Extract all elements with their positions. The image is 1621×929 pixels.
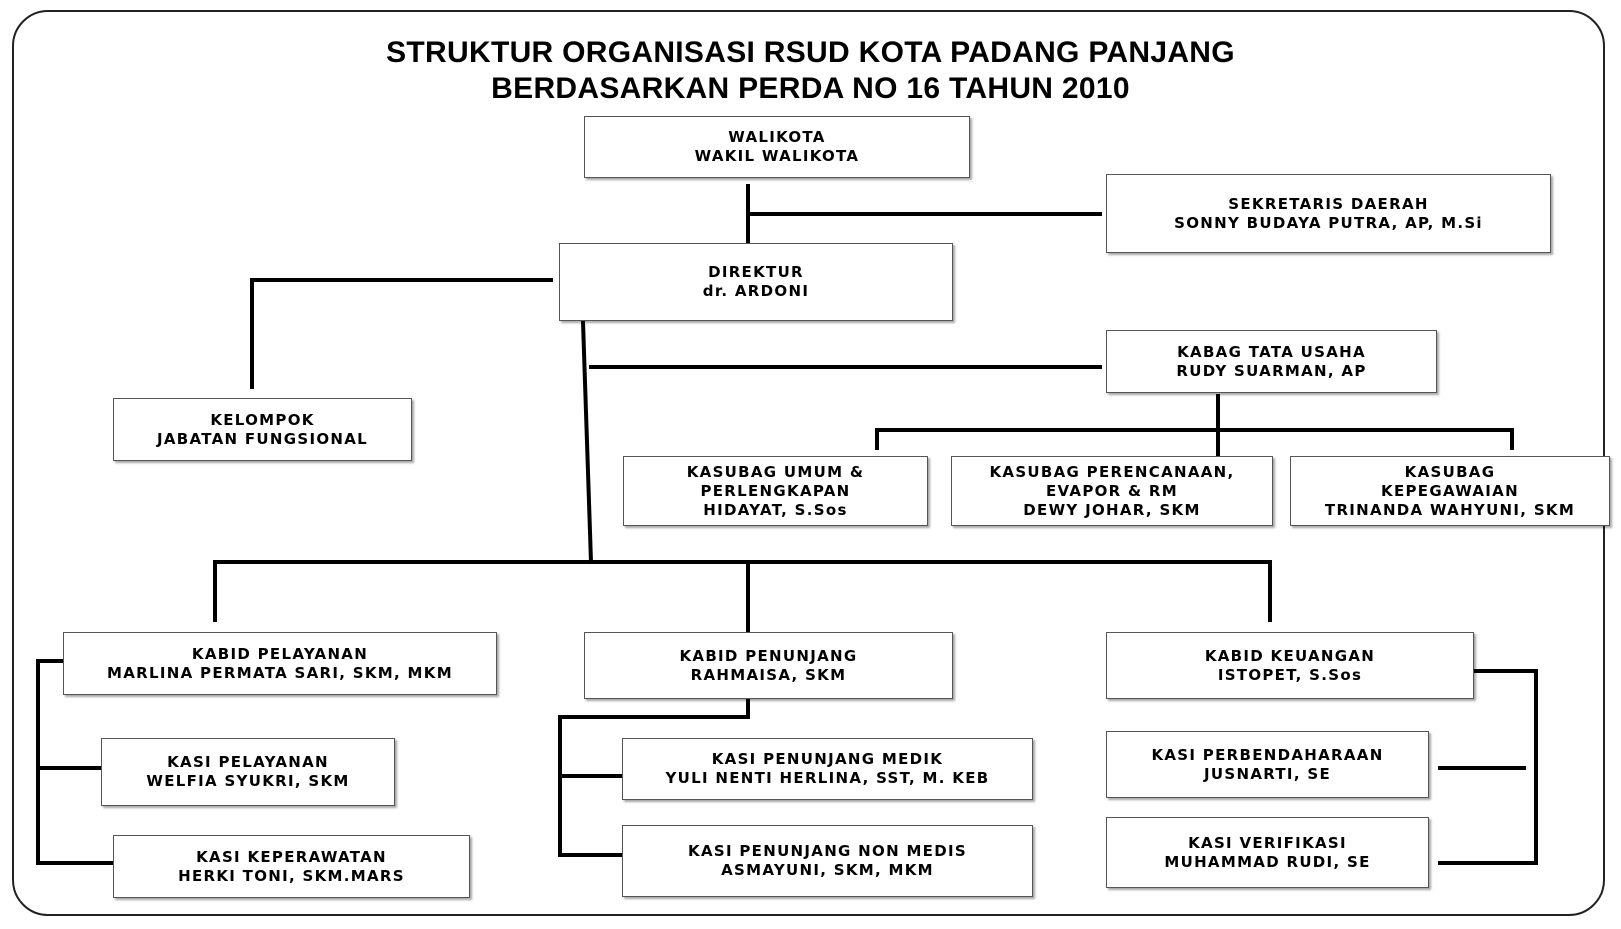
pelayanan-title: KABID PELAYANAN: [191, 644, 369, 663]
perencanaan-line-2: EVAPOR & RM: [1045, 481, 1179, 500]
kasi-verifikasi-name: MUHAMMAD RUDI, SE: [1164, 852, 1371, 871]
kasi-perbendaharaan-name: JUSNARTI, SE: [1204, 764, 1331, 783]
box-kasi-penunjang-non-medis: KASI PENUNJANG NON MEDIS ASMAYUNI, SKM, …: [622, 825, 1033, 897]
kepegawaian-line-1: KASUBAG: [1404, 462, 1496, 481]
kasi-verifikasi-title: KASI VERIFIKASI: [1188, 833, 1347, 852]
umum-line-1: KASUBAG UMUM &: [686, 462, 865, 481]
perencanaan-name: DEWY JOHAR, SKM: [1023, 500, 1201, 519]
direktur-name: dr. ARDONI: [702, 282, 810, 300]
box-sekretaris-daerah: SEKRETARIS DAERAH SONNY BUDAYA PUTRA, AP…: [1106, 174, 1551, 253]
perencanaan-line-1: KASUBAG PERENCANAAN,: [989, 462, 1235, 481]
tata-usaha-name: RUDY SUARMAN, AP: [1176, 361, 1367, 380]
keuangan-name: ISTOPET, S.Sos: [1217, 665, 1363, 684]
kepegawaian-line-2: KEPEGAWAIAN: [1381, 481, 1519, 500]
pelayanan-name: MARLINA PERMATA SARI, SKM, MKM: [107, 663, 453, 682]
penunjang-name: RAHMAISA, SKM: [690, 665, 847, 684]
kepegawaian-name: TRINANDA WAHYUNI, SKM: [1324, 500, 1576, 519]
kasi-nonmedis-name: ASMAYUNI, SKM, MKM: [721, 861, 934, 879]
box-kasubag-umum: KASUBAG UMUM & PERLENGKAPAN HIDAYAT, S.S…: [623, 456, 928, 526]
kasi-pelayanan-name: WELFIA SYUKRI, SKM: [146, 772, 350, 790]
tata-usaha-title: KABAG TATA USAHA: [1177, 342, 1366, 361]
box-walikota: WALIKOTA WAKIL WALIKOTA: [584, 116, 970, 178]
box-kasi-pelayanan: KASI PELAYANAN WELFIA SYUKRI, SKM: [101, 738, 395, 806]
sekda-title: SEKRETARIS DAERAH: [1228, 194, 1429, 213]
box-kasubag-kepegawaian: KASUBAG KEPEGAWAIAN TRINANDA WAHYUNI, SK…: [1290, 456, 1610, 526]
fungsional-line-2: JABATAN FUNGSIONAL: [156, 429, 369, 448]
box-jabatan-fungsional: KELOMPOK JABATAN FUNGSIONAL: [113, 398, 412, 461]
box-kabid-pelayanan: KABID PELAYANAN MARLINA PERMATA SARI, SK…: [63, 632, 497, 695]
direktur-title: DIREKTUR: [708, 263, 804, 281]
box-kabag-tata-usaha: KABAG TATA USAHA RUDY SUARMAN, AP: [1106, 330, 1437, 393]
umum-name: HIDAYAT, S.Sos: [703, 500, 848, 519]
box-kasi-penunjang-medik: KASI PENUNJANG MEDIK YULI NENTI HERLINA,…: [622, 738, 1033, 800]
box-kasi-verifikasi: KASI VERIFIKASI MUHAMMAD RUDI, SE: [1106, 817, 1429, 888]
kasi-keperawatan-title: KASI KEPERAWATAN: [196, 847, 387, 866]
box-direktur: DIREKTUR dr. ARDONI: [559, 243, 953, 321]
keuangan-title: KABID KEUANGAN: [1204, 646, 1376, 665]
kasi-medik-name: YULI NENTI HERLINA, SST, M. KEB: [665, 769, 990, 787]
walikota-title: WALIKOTA: [728, 128, 826, 146]
wakil-walikota-title: WAKIL WALIKOTA: [694, 147, 860, 165]
box-kasi-keperawatan: KASI KEPERAWATAN HERKI TONI, SKM.MARS: [113, 835, 470, 898]
box-kasi-perbendaharaan: KASI PERBENDAHARAAN JUSNARTI, SE: [1106, 731, 1429, 798]
chart-title-line-1: STRUKTUR ORGANISASI RSUD KOTA PADANG PAN…: [386, 36, 1235, 69]
kasi-pelayanan-title: KASI PELAYANAN: [167, 753, 329, 771]
box-kabid-keuangan: KABID KEUANGAN ISTOPET, S.Sos: [1106, 632, 1474, 699]
sekda-name: SONNY BUDAYA PUTRA, AP, M.Si: [1174, 213, 1483, 232]
kasi-keperawatan-name: HERKI TONI, SKM.MARS: [178, 866, 405, 885]
box-kabid-penunjang: KABID PENUNJANG RAHMAISA, SKM: [584, 632, 953, 699]
kasi-medik-title: KASI PENUNJANG MEDIK: [711, 750, 944, 768]
box-kasubag-perencanaan: KASUBAG PERENCANAAN, EVAPOR & RM DEWY JO…: [951, 456, 1273, 526]
umum-line-2: PERLENGKAPAN: [700, 481, 851, 500]
fungsional-line-1: KELOMPOK: [210, 410, 315, 429]
chart-title-line-2: BERDASARKAN PERDA NO 16 TAHUN 2010: [491, 72, 1130, 105]
kasi-nonmedis-title: KASI PENUNJANG NON MEDIS: [688, 842, 967, 860]
penunjang-title: KABID PENUNJANG: [679, 646, 858, 665]
kasi-perbendaharaan-title: KASI PERBENDAHARAAN: [1151, 745, 1384, 764]
